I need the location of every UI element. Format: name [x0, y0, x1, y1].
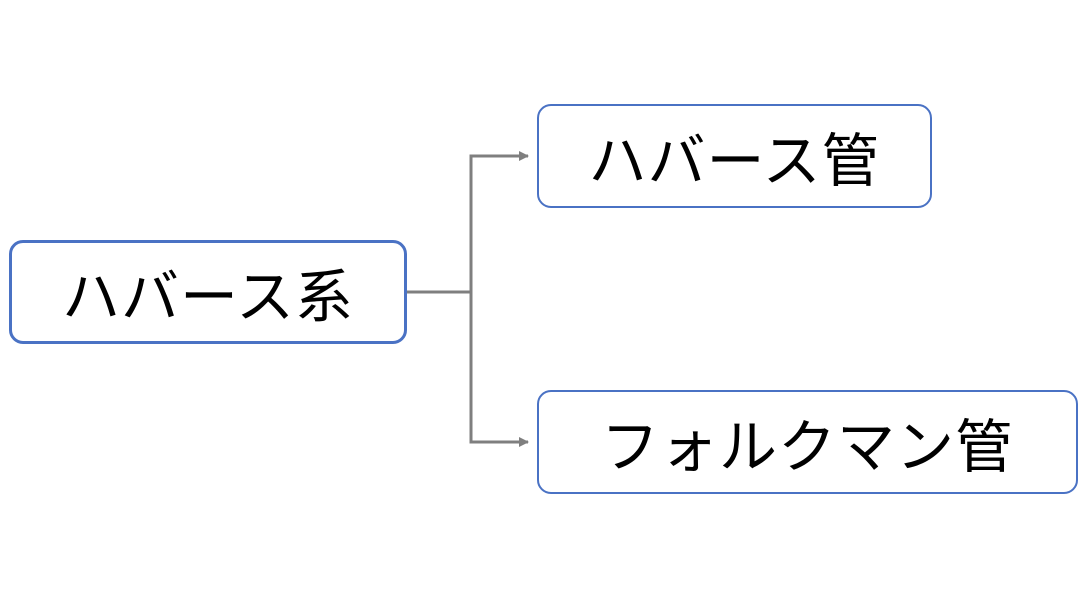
child-node-label: ハバース管: [588, 127, 881, 195]
child-node-label: フォルクマン管: [600, 413, 1014, 481]
child-node-volkmann-canal: フォルクマン管: [537, 390, 1078, 494]
root-node-haversian-system: ハバース系: [9, 240, 407, 344]
connector-to-volkmann-canal: [469, 292, 529, 447]
connector-to-haversian-canal: [469, 151, 529, 292]
child-node-haversian-canal: ハバース管: [537, 104, 932, 208]
root-node-label: ハバース系: [61, 263, 355, 331]
